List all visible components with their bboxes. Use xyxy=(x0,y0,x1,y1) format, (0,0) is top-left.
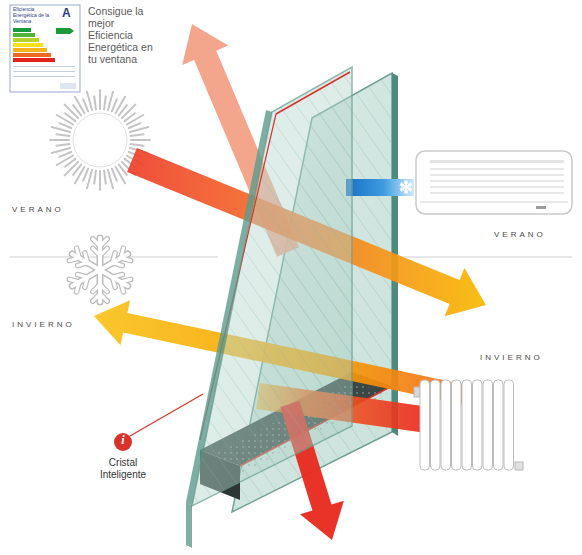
sun-ray xyxy=(52,148,70,153)
sun-ray xyxy=(59,123,71,128)
snowflake-branch xyxy=(406,183,407,184)
sun-ray xyxy=(56,134,69,136)
cool-air-flake xyxy=(400,181,412,193)
snowflake-branch xyxy=(406,181,407,182)
radiator-fin xyxy=(483,380,493,470)
sun-ray xyxy=(99,171,101,190)
sun-ray xyxy=(131,144,144,146)
energy-class: A xyxy=(62,7,76,21)
snowflake-branch xyxy=(401,189,403,191)
sun-ray xyxy=(104,171,106,184)
radiator-fin xyxy=(420,380,430,470)
radiator-valve xyxy=(414,387,420,397)
sun-ray xyxy=(52,127,70,132)
radiator-fin xyxy=(441,380,451,470)
snowflake-branch xyxy=(405,190,406,191)
snowflake-branch xyxy=(403,184,405,186)
snowflake-branch xyxy=(93,294,100,301)
sun-ray xyxy=(94,171,96,184)
snowflake-branch xyxy=(100,239,107,246)
sun-ray xyxy=(131,139,150,141)
season-label: VERANO xyxy=(494,230,578,239)
snowflake-branch xyxy=(112,263,122,266)
radiator-fin xyxy=(494,380,504,470)
radiator-fin xyxy=(473,380,483,470)
sun-ray xyxy=(104,96,106,109)
label-heading: Eficiencia Energética de la Ventana xyxy=(13,7,55,24)
radiator-fin xyxy=(462,380,472,470)
callout-icon: i xyxy=(114,434,132,448)
snowflake-branch xyxy=(121,258,131,261)
snowflake-branch xyxy=(405,192,406,193)
snowflake-branch xyxy=(409,189,411,191)
radiator-fin xyxy=(452,380,462,470)
snowflake-branch xyxy=(112,277,115,287)
snowflake-branch xyxy=(401,183,403,185)
snowflake-branch xyxy=(121,282,124,292)
snowflake-branch xyxy=(85,253,88,263)
snowflake-branch xyxy=(409,183,411,185)
snowflake-branch xyxy=(408,184,410,186)
snowflake-branch xyxy=(410,184,412,186)
sun-ray xyxy=(50,139,69,141)
sun-ray xyxy=(83,99,88,111)
snowflake-branch xyxy=(78,275,88,278)
callout-label: Cristal Inteligente xyxy=(86,457,160,480)
snowflake-branch xyxy=(400,188,402,190)
snowflake-branch xyxy=(100,248,107,255)
sun-ray xyxy=(112,99,117,111)
snowflake-branch xyxy=(403,188,405,190)
season-label: INVIERNO xyxy=(12,320,102,329)
slogan-text: Consigue la mejor Eficiencia Energética … xyxy=(88,5,162,65)
sun-ray xyxy=(122,105,135,118)
sun-ray xyxy=(83,169,88,181)
season-label: INVIERNO xyxy=(480,353,578,362)
snowflake-branch xyxy=(78,275,88,278)
radiator-fin xyxy=(504,380,514,470)
sun-ray xyxy=(87,92,92,110)
snowflake-branch xyxy=(112,263,122,266)
sun-ray xyxy=(112,169,117,181)
cool-air-arrow xyxy=(346,179,414,196)
sun-ray xyxy=(94,96,96,109)
sun-ray xyxy=(108,92,113,110)
snowflake-branch xyxy=(121,258,131,261)
sun-ray xyxy=(87,170,92,188)
snowflake-branch xyxy=(93,284,100,291)
snowflake-branch xyxy=(69,279,79,282)
sun-ray xyxy=(131,134,144,136)
radiator-fin xyxy=(431,380,441,470)
sun-ray xyxy=(65,162,78,175)
sun-ray xyxy=(130,127,148,132)
sun-ray xyxy=(65,105,78,118)
season-label: VERANO xyxy=(12,205,102,214)
sun-ray xyxy=(129,123,141,128)
snowflake-branch xyxy=(69,279,79,282)
snowflake-branch xyxy=(77,248,80,258)
radiator-valve xyxy=(515,462,523,470)
sun-ray xyxy=(56,144,69,146)
sun-ray xyxy=(99,90,101,109)
snowflake-branch xyxy=(408,188,410,190)
sun-ray xyxy=(108,170,113,188)
sun-ray xyxy=(59,152,71,157)
